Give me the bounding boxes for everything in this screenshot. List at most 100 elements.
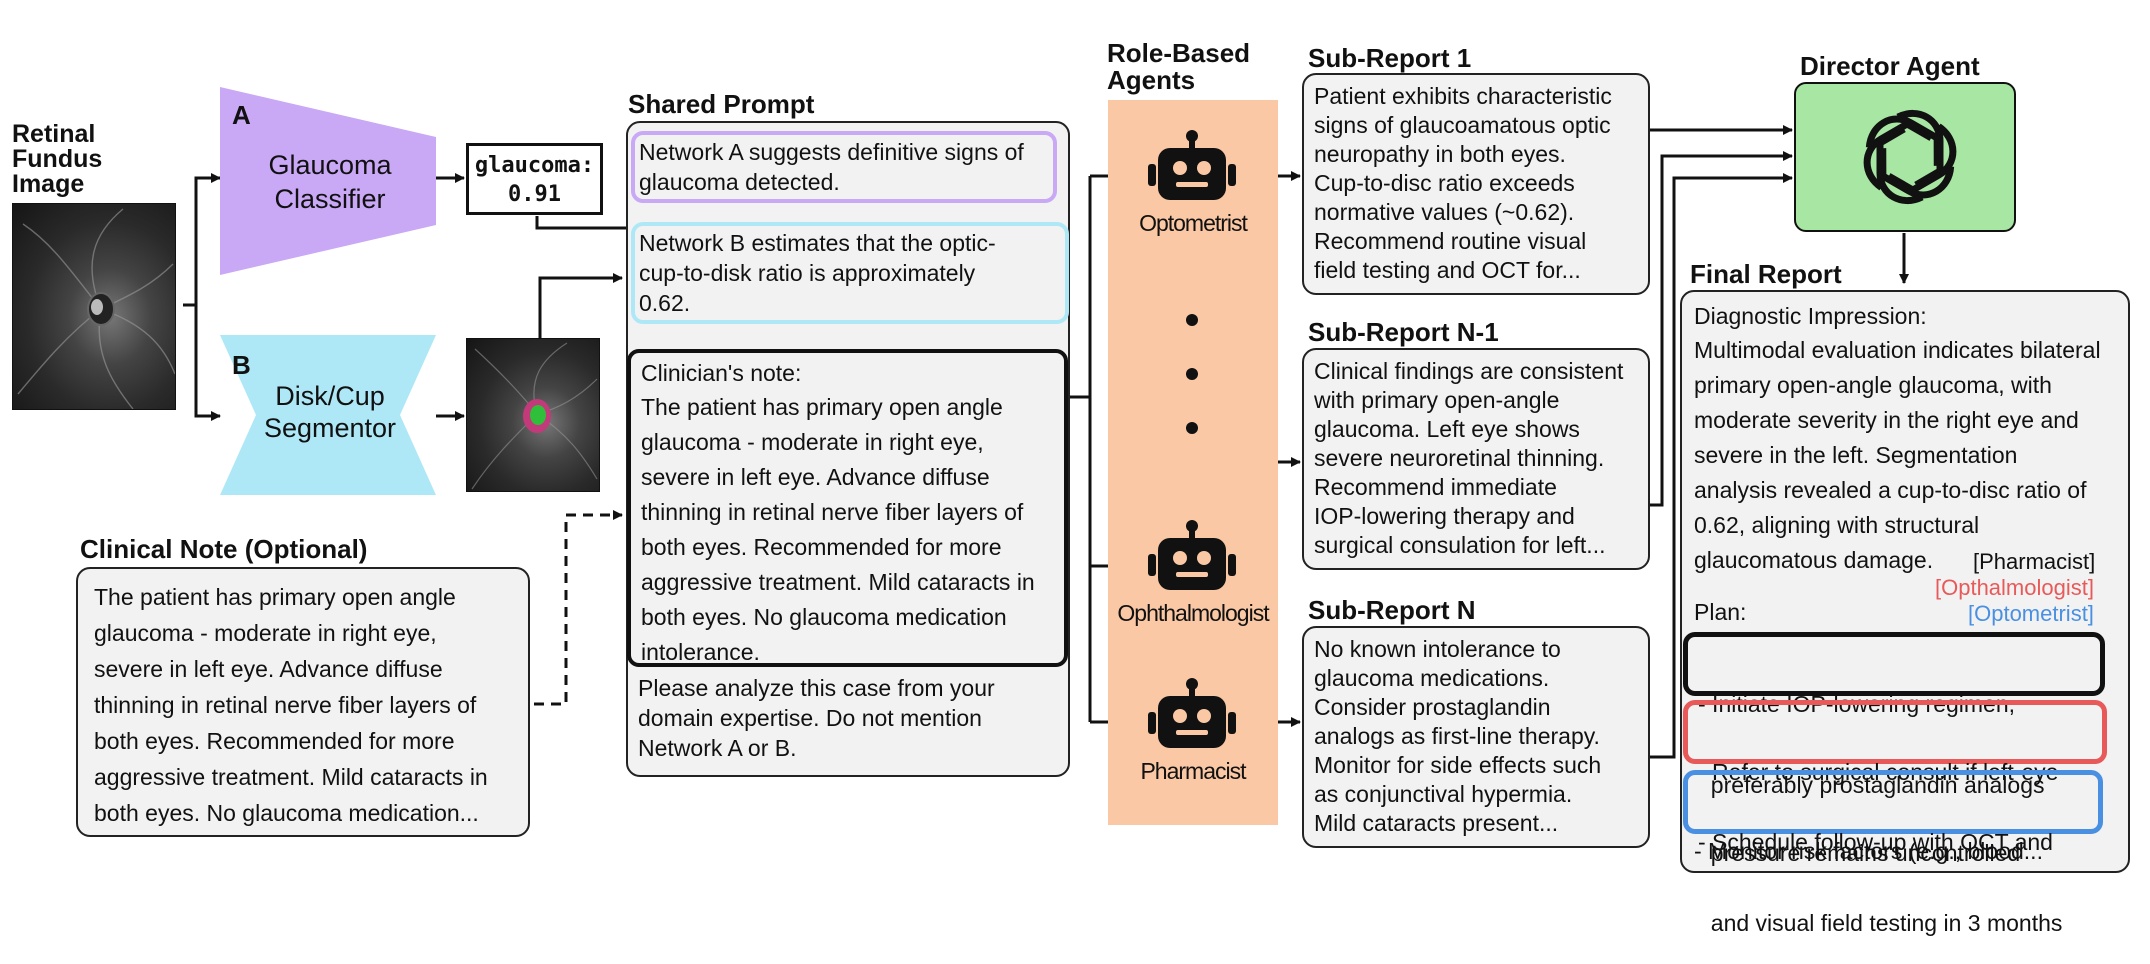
plan-item-last: - Monitor risk factors (e.g., blood...: [1694, 838, 2043, 864]
tag-optometrist: [Optometrist]: [1968, 601, 2094, 626]
prompt-clinician-line: thinning in retinal nerve fiber layers o…: [641, 499, 1024, 525]
clinical-note-line: both eyes. No glaucoma medication...: [94, 800, 479, 826]
tag-pharmacist: [Pharmacist]: [1973, 549, 2096, 574]
agent-label-optometrist: Optometrist: [1139, 210, 1248, 236]
clinical-note-box: The patient has primary open angle glauc…: [76, 567, 530, 837]
segmentation-output-image: [466, 338, 600, 492]
robot-icon: [1148, 520, 1236, 590]
arrow-fundus-to-segmentor: [194, 305, 221, 421]
prompt-clinician-line: intolerance.: [641, 639, 760, 665]
fundus-vessels: [17, 208, 175, 409]
final-impression-line: 0.62, aligning with structural: [1694, 512, 1980, 538]
plan-item-line: and visual field testing in 3 months: [1698, 910, 2063, 936]
tag-ophthalmologist: [Opthalmologist]: [1935, 575, 2094, 600]
arrow-prompt-to-agents: [1070, 176, 1092, 722]
prompt-instruction-line: domain expertise. Do not mention: [638, 705, 982, 731]
plan-title: Plan:: [1694, 599, 1747, 625]
prompt-network-b: Network B estimates that the optic- cup-…: [631, 222, 1069, 324]
subreport-line: severe neuroretinal thinning.: [1314, 445, 1605, 471]
clinical-note-line: severe in left eye. Advance diffuse: [94, 656, 443, 682]
final-impression-line: glaucomatous damage.: [1694, 547, 1934, 573]
subreport-line: as conjunctival hypermia.: [1314, 781, 1573, 807]
subreport-line: field testing and OCT for...: [1314, 257, 1581, 283]
fundus-title-line: Image: [12, 170, 85, 198]
subreport-line: Cup-to-disc ratio exceeds: [1314, 170, 1575, 196]
subreport-line: Patient exhibits characteristic: [1314, 83, 1612, 109]
subreport-line: surgical consulation for left...: [1314, 532, 1606, 558]
subreport-line: glaucoma. Left eye shows: [1314, 416, 1580, 442]
subreport-line: Recommend routine visual: [1314, 228, 1587, 254]
prompt-network-b-line: Network B estimates that the optic-: [639, 230, 996, 256]
classifier-label-line: Glaucoma: [268, 150, 392, 180]
classifier-output-line: glaucoma:: [474, 153, 595, 178]
subreport-line: IOP-lowering therapy and: [1314, 503, 1575, 529]
clinical-note-line: aggressive treatment. Mild cataracts in: [94, 764, 488, 790]
arrow-note-to-prompt: [534, 510, 623, 706]
arrow-srn-to-director: [1650, 173, 1793, 759]
subreport-line: neuropathy in both eyes.: [1314, 141, 1566, 167]
prompt-clinician-line: glaucoma - moderate in right eye,: [641, 429, 984, 455]
subreport-line: No known intolerance to: [1314, 636, 1561, 662]
prompt-clinician-note: Clinician's note: The patient has primar…: [627, 349, 1068, 667]
segmentor-label-line: Disk/Cup: [275, 381, 385, 411]
agent-label-pharmacist: Pharmacist: [1140, 758, 1246, 784]
agent-label-ophthalmologist: Ophthalmologist: [1117, 600, 1269, 626]
clinical-note-line: thinning in retinal nerve fiber layers o…: [94, 692, 477, 718]
subreport-line: Recommend immediate: [1314, 474, 1557, 500]
prompt-instruction-line: Network A or B.: [638, 735, 797, 761]
prompt-instruction-line: Please analyze this case from your: [638, 675, 995, 701]
agents-title: Role-Based Agents: [1107, 40, 1250, 94]
prompt-clinician-title: Clinician's note:: [641, 360, 802, 386]
fundus-title: Retinal Fundus Image: [12, 122, 102, 197]
subreport-line: signs of glaucoamatous optic: [1314, 112, 1611, 138]
plan-item-line: - Schedule follow-up with OCT and: [1698, 829, 2053, 855]
segmentor-letter: B: [232, 350, 251, 380]
final-impression-title: Diagnostic Impression:: [1694, 303, 1927, 329]
prompt-network-a: Network A suggests definitive signs of g…: [631, 131, 1057, 203]
shared-prompt-box: [626, 121, 1070, 777]
subreport-n-box: No known intolerance to glaucoma medicat…: [1302, 626, 1650, 848]
prompt-network-b-line: cup-to-disk ratio is approximately: [639, 260, 976, 286]
agents-title-line: Agents: [1107, 65, 1196, 95]
clinical-note-line: both eyes. Recommended for more: [94, 728, 455, 754]
subreport-line: analogs as first-line therapy.: [1314, 723, 1600, 749]
plan-item-optometrist: - Schedule follow-up with OCT and and vi…: [1683, 770, 2103, 936]
classifier-shape: [220, 87, 436, 275]
subreport-1-title: Sub-Report 1: [1308, 43, 1472, 73]
classifier-output-line: 0.91: [508, 182, 561, 207]
subreport-line: Monitor for side effects such: [1314, 752, 1602, 778]
clinical-note-line: glaucoma - moderate in right eye,: [94, 620, 437, 646]
plan-item-line: preferably prostaglandin analogs: [1698, 772, 2045, 798]
final-impression-line: Multimodal evaluation indicates bilatera…: [1694, 337, 2101, 363]
clinical-note-line: The patient has primary open angle: [94, 584, 456, 610]
arrow-srn1-to-director: [1650, 151, 1793, 507]
subreport-n-title: Sub-Report N: [1308, 595, 1476, 625]
retinal-fundus-image: [12, 203, 176, 410]
arrow-segimage-to-prompt-b: [538, 273, 623, 338]
subreport-line: Mild cataracts present...: [1314, 810, 1559, 836]
final-impression-line: primary open-angle glaucoma, with: [1694, 372, 2052, 398]
classifier-letter: A: [232, 100, 251, 130]
agents-title-line: Role-Based: [1107, 38, 1251, 68]
subreport-1-box: Patient exhibits characteristic signs of…: [1302, 73, 1650, 295]
prompt-instruction: Please analyze this case from your domai…: [638, 673, 1058, 763]
prompt-network-b-line: 0.62.: [639, 290, 691, 316]
subreport-line: Consider prostaglandin: [1314, 694, 1551, 720]
prompt-clinician-line: both eyes. No glaucoma medication: [641, 604, 1007, 630]
final-impression: Diagnostic Impression: Multimodal evalua…: [1694, 300, 2124, 578]
plan-item-pharmacist: - Initiate IOP-lowering regimen, prefera…: [1683, 632, 2105, 798]
prompt-clinician-line: severe in left eye. Advance diffuse: [641, 464, 990, 490]
clinical-note-title: Clinical Note (Optional): [80, 534, 368, 564]
director-logo-icon: [1855, 102, 1965, 212]
final-impression-line: analysis revealed a cup-to-disc ratio of: [1694, 477, 2087, 503]
plan-item-line: pressure remains uncontrolled: [1698, 840, 2021, 866]
subreport-line: with primary open-angle: [1314, 387, 1560, 413]
director-title: Director Agent: [1800, 51, 1980, 81]
final-report-title: Final Report: [1690, 259, 1842, 289]
subreport-line: Clinical findings are consistent: [1314, 358, 1624, 384]
subreport-n1-box: Clinical findings are consistent with pr…: [1302, 348, 1650, 570]
subreport-n1-title: Sub-Report N-1: [1308, 317, 1499, 347]
prompt-clinician-line: The patient has primary open angle: [641, 394, 1003, 420]
segmentor-shape: [220, 335, 436, 495]
subreport-line: glaucoma medications.: [1314, 665, 1550, 691]
